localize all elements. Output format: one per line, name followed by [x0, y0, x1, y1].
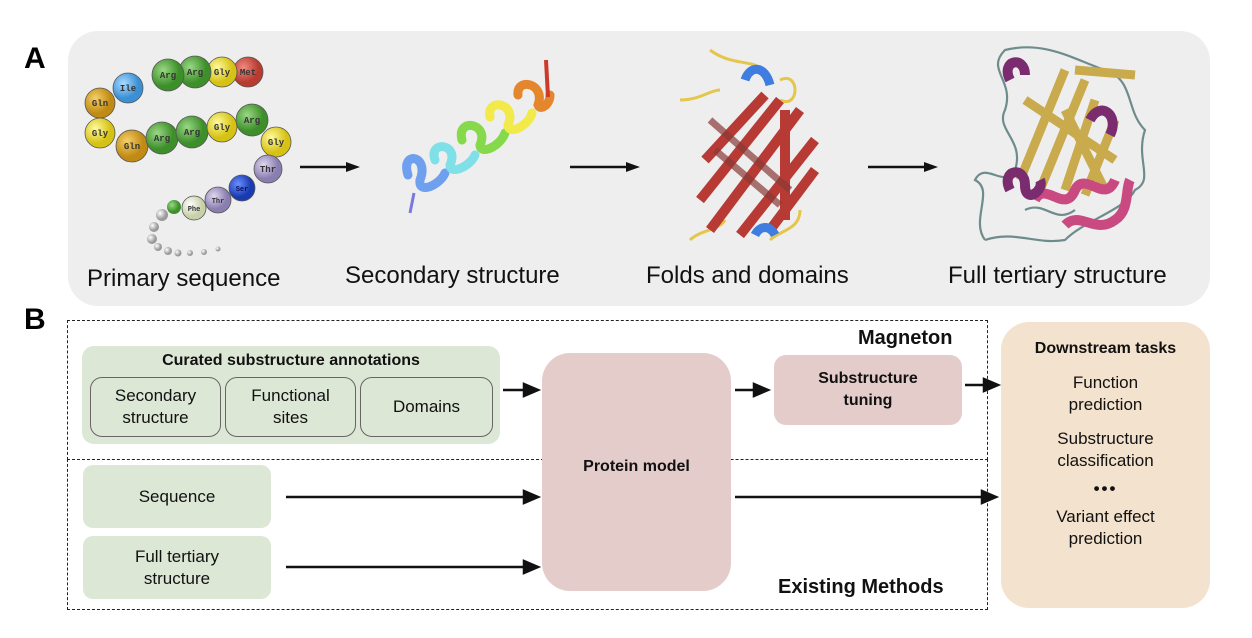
residue-bead-small — [174, 249, 182, 257]
residue-label: Gly — [214, 123, 231, 133]
residue-bead — [181, 195, 207, 221]
stage-label-full-tertiary-structure: Full tertiary structure — [948, 262, 1167, 289]
curated-annotations-box: Curated substructure annotations Seconda… — [82, 346, 500, 444]
protein-model-label: Protein model — [583, 458, 690, 475]
sequence-input-box: Sequence — [83, 465, 271, 528]
annotation-secondary-structure: Secondary structure — [90, 377, 221, 437]
residue-label: Gln — [92, 99, 108, 109]
residue-bead — [151, 58, 185, 92]
residue-bead-small — [149, 222, 159, 232]
residue-label: Gly — [268, 138, 285, 148]
magneton-label: Magneton — [858, 327, 953, 349]
substructure-tuning-box: Substructure tuning — [774, 355, 962, 425]
panel-b-letter: B — [24, 303, 46, 336]
residue-bead — [228, 174, 256, 202]
residue-label: Phe — [188, 206, 201, 214]
panel-a-letter: A — [24, 42, 46, 75]
residue-bead-small — [167, 200, 181, 214]
stage-label-folds-and-domains: Folds and domains — [646, 262, 849, 289]
residue-bead-small — [156, 209, 168, 221]
residue-bead — [235, 103, 269, 137]
residue-bead — [112, 72, 144, 104]
residue-bead-small — [147, 234, 157, 244]
residue-label: Thr — [212, 198, 225, 206]
existing-methods-label: Existing Methods — [778, 576, 944, 598]
protein-model-box: Protein model — [542, 353, 731, 591]
residue-label: Ser — [236, 186, 249, 194]
residue-bead-small — [164, 247, 172, 255]
residue-bead-small — [154, 243, 162, 251]
residue-label: Arg — [187, 68, 203, 78]
arrow-primary-to-secondary — [300, 162, 360, 172]
residue-bead — [253, 154, 283, 184]
curated-annotations-title: Curated substructure annotations — [162, 352, 420, 369]
stage-label-secondary-structure: Secondary structure — [345, 262, 560, 289]
residue-bead-small — [201, 249, 207, 255]
arrow-folds-to-tertiary — [868, 162, 938, 172]
residue-label: Ile — [120, 84, 136, 94]
residue-bead-small — [187, 250, 193, 256]
tertiary-structure-illustration — [973, 46, 1147, 243]
task-function-prediction: Function prediction — [1068, 373, 1143, 414]
residue-bead-small — [215, 246, 221, 252]
arrow-secondary-to-folds — [570, 162, 640, 172]
task-ellipsis: ••• — [1093, 479, 1118, 498]
residue-label: Gly — [92, 129, 109, 139]
task-substructure-classification: Substructure classification — [1057, 429, 1154, 470]
residue-label: Gln — [124, 142, 140, 152]
task-variant-effect-prediction: Variant effect prediction — [1056, 507, 1155, 548]
annotation-functional-sites: Functional sites — [225, 377, 356, 437]
residue-bead — [204, 186, 232, 214]
beta-barrel-illustration — [679, 48, 819, 242]
downstream-tasks-box: Downstream tasks Function prediction Sub… — [1001, 322, 1210, 608]
tertiary-input-box: Full tertiary structure — [83, 536, 271, 599]
residue-bead — [84, 117, 116, 149]
residue-bead — [260, 126, 292, 158]
downstream-tasks-title: Downstream tasks — [1034, 340, 1177, 357]
annotation-domains: Domains — [360, 377, 493, 437]
residue-label: Arg — [160, 71, 176, 81]
residue-label: Met — [240, 68, 256, 78]
residue-label: Arg — [154, 134, 170, 144]
residue-label: Arg — [184, 128, 200, 138]
residue-bead — [206, 111, 238, 143]
residue-label: Gly — [214, 68, 231, 78]
existing-methods-group — [67, 459, 988, 610]
residue-label: Thr — [260, 165, 276, 175]
stage-label-primary-sequence: Primary sequence — [87, 265, 281, 292]
helix-illustration — [402, 59, 555, 214]
residue-label: Arg — [244, 116, 260, 126]
